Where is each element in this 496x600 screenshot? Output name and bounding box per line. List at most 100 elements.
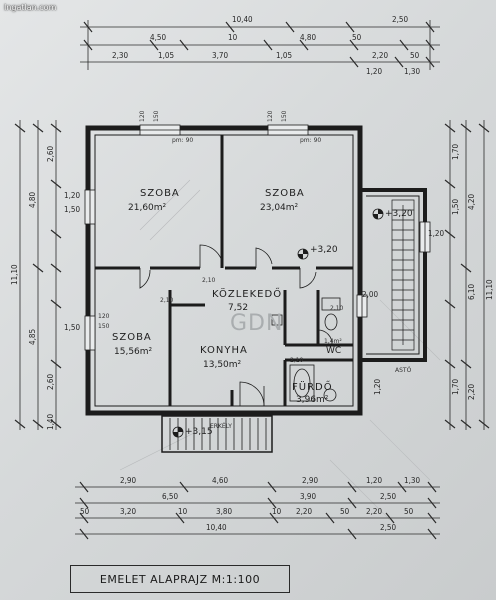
right-inner-2: 1,20 xyxy=(428,229,444,238)
opening-height-labels: 120 150 120 150 120 150 2,10 2,10 2,10 2… xyxy=(98,110,344,364)
height-4: 120 xyxy=(98,313,110,320)
kitchen-name: KONYHA xyxy=(200,345,248,356)
bot-r2-1: 3,90 xyxy=(300,492,316,501)
right-dimension-labels: 11,10 6,10 4,20 2,20 1,70 1,50 1,20 2,00… xyxy=(362,144,494,400)
bot-r3-1: 3,20 xyxy=(120,507,136,516)
bot-r3-7: 2,20 xyxy=(366,507,382,516)
background-sketch xyxy=(119,179,441,521)
top-r2-0: 2,30 xyxy=(112,51,128,60)
right-mid-0: 6,10 xyxy=(467,284,476,300)
right-mid-1: 4,20 xyxy=(467,194,476,210)
height-9: 2,10 xyxy=(290,357,304,364)
height-7: 2,10 xyxy=(202,277,216,284)
right-inner-1: 1,50 xyxy=(451,199,460,215)
top-r2-2: 3,70 xyxy=(212,51,228,60)
top-r3-0: 1,20 xyxy=(366,67,382,76)
room-labels: SZOBA 21,60m² SZOBA 23,04m² KÖZLEKEDŐ 7,… xyxy=(112,188,342,430)
bot-r1-1: 4,60 xyxy=(212,476,228,485)
left-inner-4: 2,60 xyxy=(46,374,55,390)
room-1-name: SZOBA xyxy=(140,188,180,199)
top-r1-0: 4,50 xyxy=(150,33,166,42)
level-label-hall: +3,20 xyxy=(310,245,338,255)
bot-r1-2: 2,90 xyxy=(302,476,318,485)
top-r1-4: 2,50 xyxy=(392,15,408,24)
top-r3-1: 1,30 xyxy=(404,67,420,76)
bot-r1-4: 1,30 xyxy=(404,476,420,485)
kitchen-area: 13,50m² xyxy=(203,360,242,370)
top-r2-4: 2,20 xyxy=(372,51,388,60)
right-mid-2: 2,20 xyxy=(467,384,476,400)
level-marker-hall: +3,20 xyxy=(297,245,338,260)
height-5: 150 xyxy=(98,323,110,330)
plan-title: EMELET ALAPRAJZ M:1:100 xyxy=(70,565,290,593)
plan-watermark-logo: GDN xyxy=(230,311,283,336)
bot-r3-0: 50 xyxy=(80,507,90,516)
bot-r1-0: 2,90 xyxy=(120,476,136,485)
hallway-area: 7,52 xyxy=(228,303,248,313)
note-stair: ASTÓ xyxy=(395,367,412,374)
balcony-label: ERKÉLY xyxy=(210,422,232,430)
left-mid-1: 4,85 xyxy=(28,329,37,345)
left-inner-3: 1,50 xyxy=(64,323,80,332)
bot-r3-3: 3,80 xyxy=(216,507,232,516)
watermark: Ingatlan.com xyxy=(4,3,57,12)
windows xyxy=(84,124,431,351)
right-outer: 11,10 xyxy=(485,279,494,300)
left-inner-0: 2,60 xyxy=(46,146,55,162)
top-r1-1: 10 xyxy=(228,33,238,42)
bot-r2-2: 2,50 xyxy=(380,492,396,501)
bottom-dimension-lines xyxy=(75,481,440,540)
left-mid-0: 4,80 xyxy=(28,192,37,208)
height-6: 2,10 xyxy=(160,297,174,304)
top-dimension-labels: 10,40 4,50 10 4,80 50 2,50 2,30 1,05 3,7… xyxy=(112,15,420,76)
interior-walls xyxy=(95,135,353,406)
note-window-2: pm: 90 xyxy=(300,137,321,144)
level-marker-stair: +3,20 xyxy=(372,208,413,220)
level-label-balcony: +3,15 xyxy=(185,427,213,437)
top-r2-1: 1,05 xyxy=(158,51,174,60)
bot-total-a: 10,40 xyxy=(206,523,227,532)
bot-r3-5: 2,20 xyxy=(296,507,312,516)
room-3-name: SZOBA xyxy=(112,332,152,343)
top-total: 10,40 xyxy=(232,15,253,24)
right-inner-4: 1,70 xyxy=(451,379,460,395)
wc-area: 1,4m² xyxy=(324,338,342,345)
height-2: 120 xyxy=(267,110,274,122)
bathroom-fixtures xyxy=(271,297,341,402)
room-2-area: 23,04m² xyxy=(260,203,299,213)
top-r1-2: 4,80 xyxy=(300,33,316,42)
note-window-1: pm: 90 xyxy=(172,137,193,144)
top-r2-3: 1,05 xyxy=(276,51,292,60)
height-0: 120 xyxy=(139,110,146,122)
left-dimension-labels: 11,10 4,80 4,85 2,60 1,20 1,50 1,50 2,60… xyxy=(10,146,80,430)
right-inner-3: 2,00 xyxy=(362,290,378,299)
door-swings xyxy=(139,244,333,407)
exterior-walls xyxy=(85,125,427,416)
right-dimension-lines xyxy=(444,120,490,430)
bottom-dimension-labels: 2,90 4,60 2,90 1,20 1,30 6,50 3,90 2,50 … xyxy=(80,476,420,532)
right-inner-0: 1,70 xyxy=(451,144,460,160)
room-2-name: SZOBA xyxy=(265,188,305,199)
bot-r3-6: 50 xyxy=(340,507,350,516)
bot-r3-8: 50 xyxy=(404,507,414,516)
top-r1-3: 50 xyxy=(352,33,362,42)
bot-r1-3: 1,20 xyxy=(366,476,382,485)
left-inner-5: 1,40 xyxy=(46,414,55,430)
bathroom-name: FÜRDŐ xyxy=(292,379,333,393)
height-1: 150 xyxy=(153,110,160,122)
left-outer: 11,10 xyxy=(10,264,19,285)
bathroom-area: 3,96m² xyxy=(296,395,329,405)
room-3-area: 15,56m² xyxy=(114,347,153,357)
left-inner-1: 1,20 xyxy=(64,191,80,200)
room-1-area: 21,60m² xyxy=(128,203,167,213)
left-inner-2: 1,50 xyxy=(64,205,80,214)
wc-name: WC xyxy=(326,346,341,356)
level-label-stair: +3,20 xyxy=(385,209,413,219)
right-inner-5: 1,20 xyxy=(373,379,382,395)
level-marker-balcony: +3,15 xyxy=(172,426,213,438)
top-r2-5: 50 xyxy=(410,51,420,60)
hallway-name: KÖZLEKEDŐ xyxy=(212,286,282,300)
misc-notes: pm: 90 pm: 90 ASTÓ GDN xyxy=(172,137,412,374)
